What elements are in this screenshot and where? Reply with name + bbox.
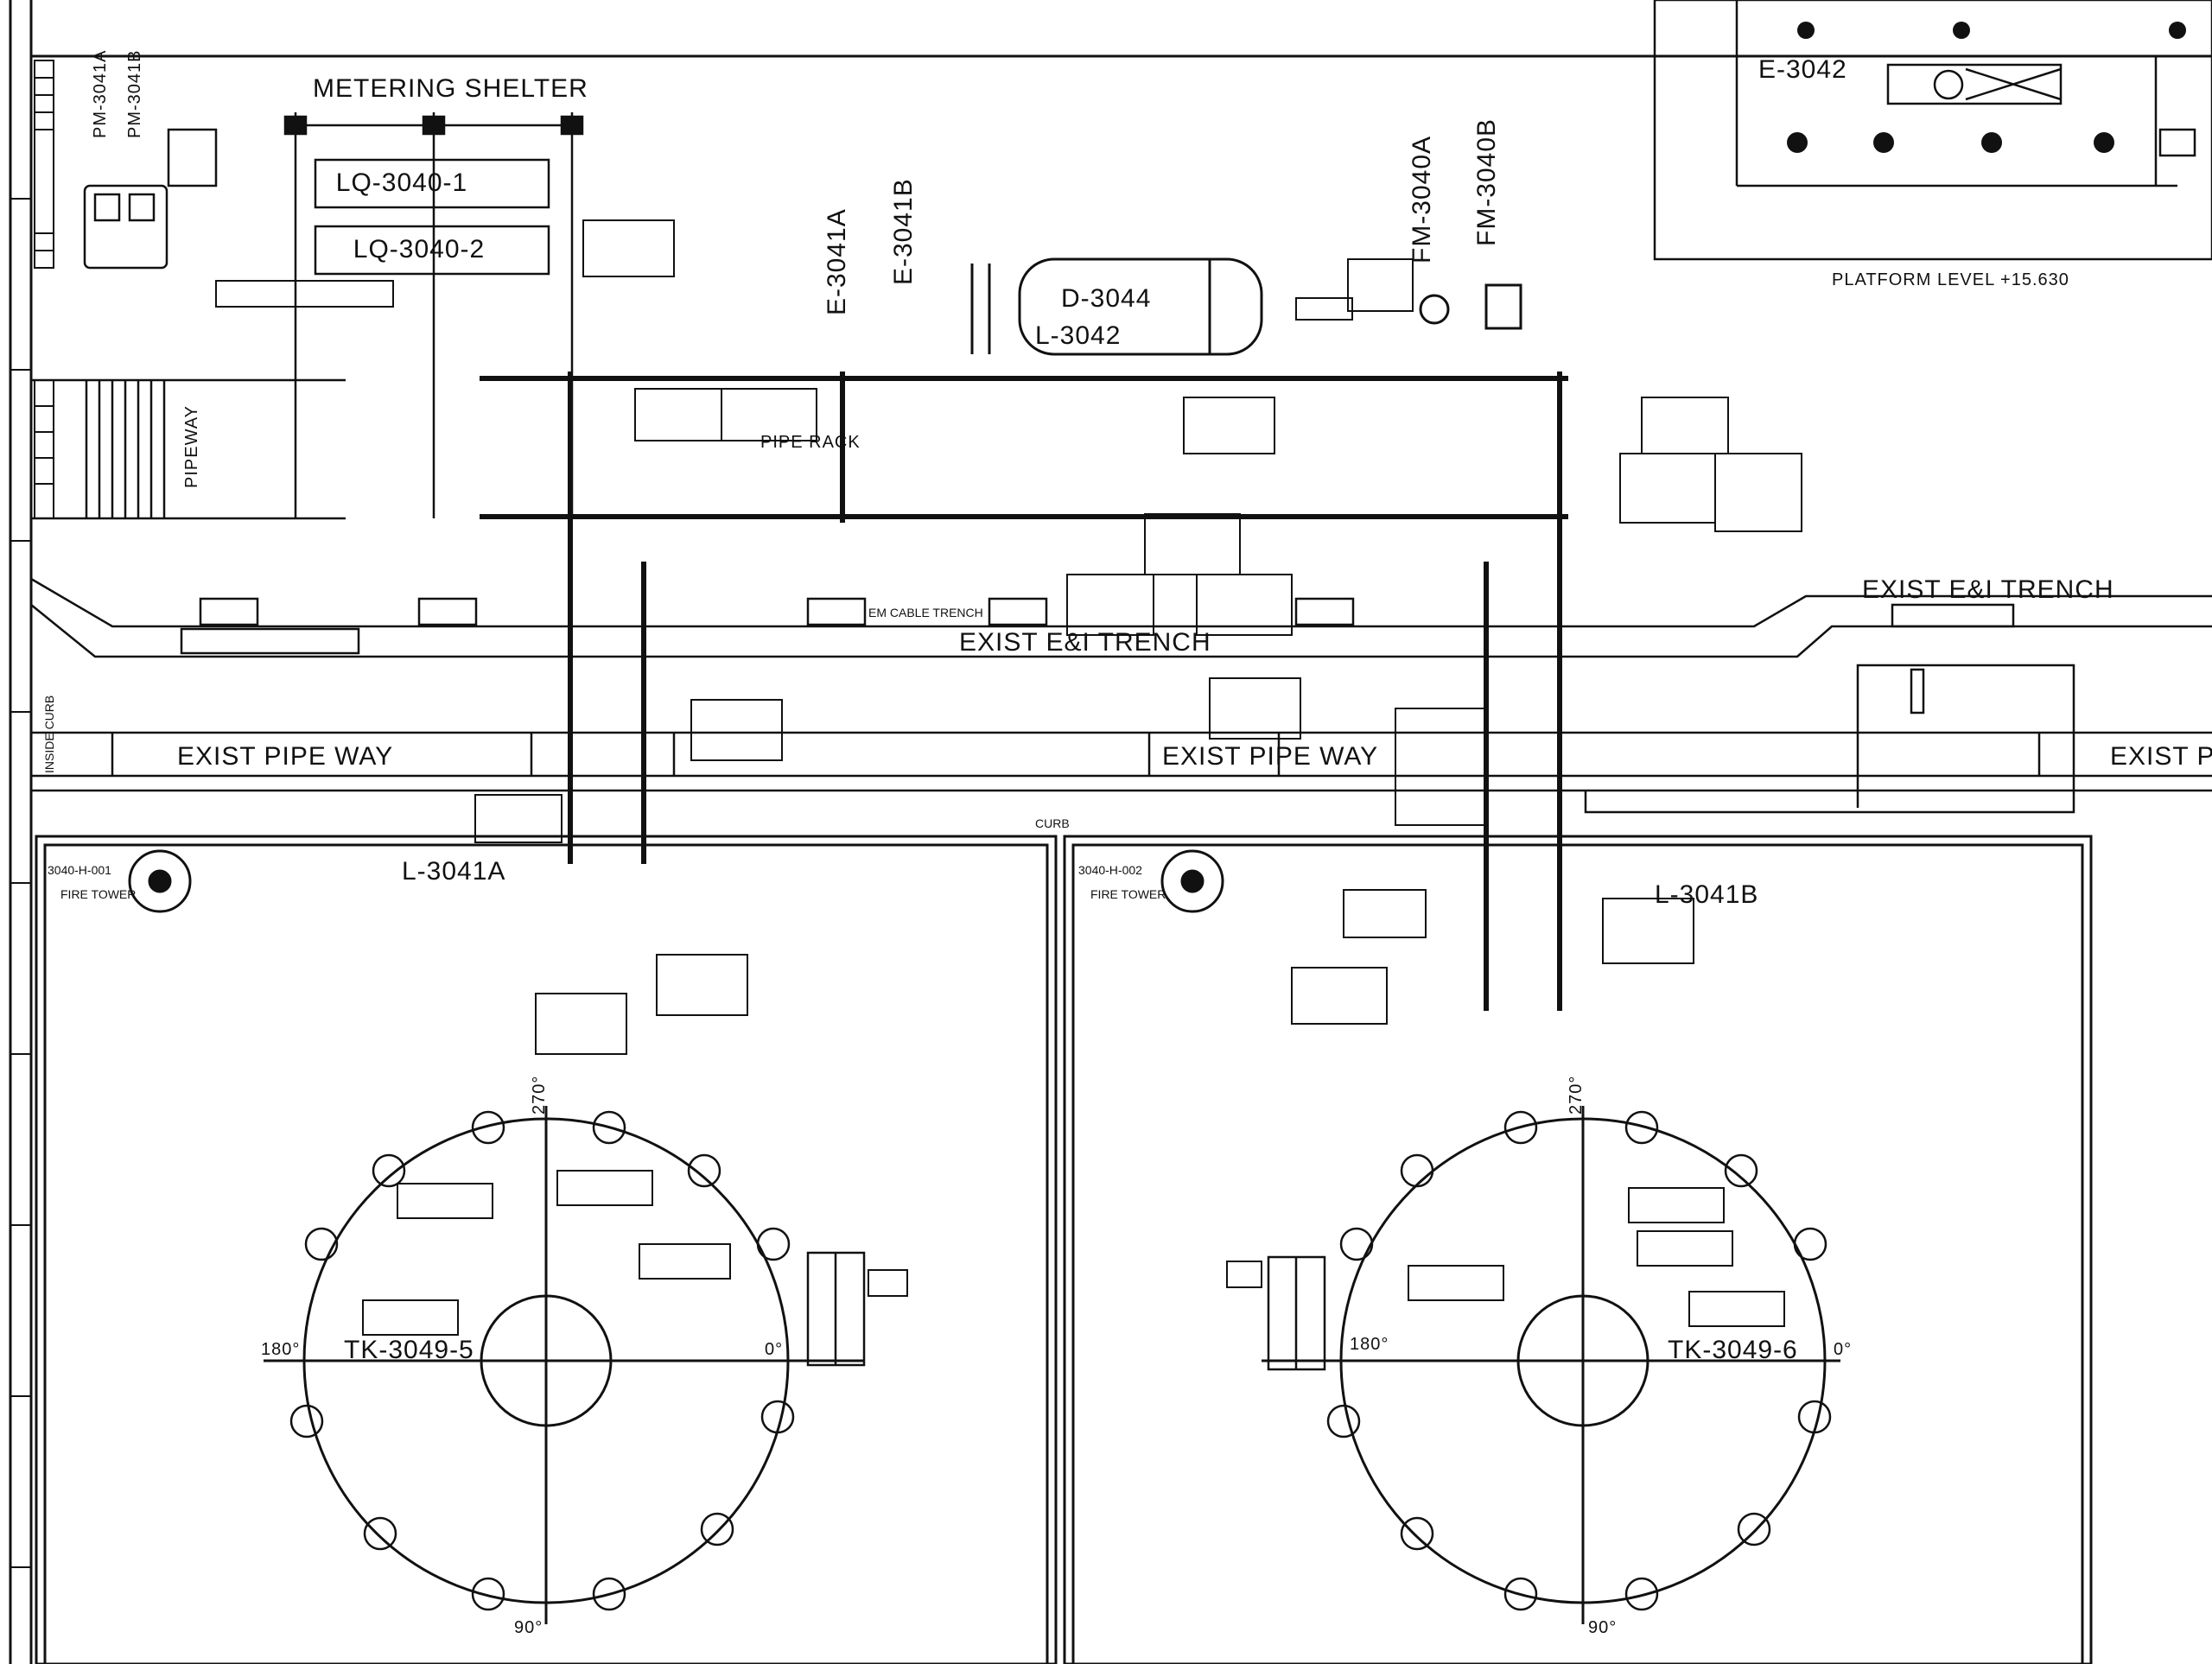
- label-pipeway: PIPEWAY: [182, 405, 201, 488]
- label-platform-level: PLATFORM LEVEL +15.630: [1832, 270, 2069, 289]
- label-tank-1-0: 0°: [765, 1340, 783, 1359]
- callout-boxes: [215, 219, 1802, 1336]
- label-e-3041b: E-3041B: [889, 178, 918, 285]
- platform-e3042: [1653, 0, 2212, 261]
- label-tank-1-90: 90°: [514, 1618, 543, 1637]
- label-l-3041a: L-3041A: [402, 857, 505, 886]
- tank-yard-right: [1063, 835, 2093, 1664]
- label-curb: CURB: [1035, 816, 1070, 830]
- label-fire-tower-1-name: FIRE TOWER: [60, 887, 136, 901]
- label-exist-pipe-way-1: EXIST PIPE WAY: [177, 742, 393, 771]
- tank-stairs: [806, 1251, 1326, 1371]
- fm-skid: [1419, 283, 1522, 330]
- label-tank-1-270: 270°: [530, 1076, 549, 1115]
- label-pm-3041b: PM-3041B: [125, 50, 144, 139]
- label-fm-3040a: FM-3040A: [1408, 136, 1436, 264]
- label-exist-pi: EXIST PI: [2110, 742, 2212, 771]
- tank-tk-3049-6: [1262, 1106, 1840, 1624]
- label-exist-pipe-way-2: EXIST PIPE WAY: [1162, 742, 1378, 771]
- tank-tk-3049-5: [264, 1106, 864, 1624]
- pipeway-left: [31, 378, 346, 520]
- exist-ei-trench: [30, 577, 2212, 658]
- exist-pipe-way: [31, 664, 2212, 814]
- label-fire-tower-2-tag: 3040-H-002: [1078, 863, 1142, 877]
- label-tank-1-180: 180°: [261, 1340, 300, 1359]
- label-inside-curb: INSIDE CURB: [42, 695, 56, 773]
- label-exist-ei-trench-1: EXIST E&I TRENCH: [959, 628, 1211, 657]
- metering-shelter: [283, 112, 584, 518]
- drawing-border: [9, 0, 2212, 1664]
- vessel-d3044: [970, 257, 1263, 356]
- label-tank-2-0: 0°: [1834, 1340, 1852, 1359]
- label-pm-3041a: PM-3041A: [91, 50, 110, 139]
- label-em-cable-trench: EM CABLE TRENCH: [868, 606, 983, 619]
- fire-tower-1: [128, 849, 192, 913]
- label-tank-1: TK-3049-5: [344, 1336, 474, 1364]
- label-metering-shelter: METERING SHELTER: [313, 74, 588, 103]
- label-fm-3040b: FM-3040B: [1472, 118, 1501, 246]
- label-lq-3040-1: LQ-3040-1: [336, 168, 467, 197]
- label-tank-2-90: 90°: [1588, 1618, 1617, 1637]
- label-lq-3040-2: LQ-3040-2: [353, 235, 485, 264]
- label-tank-2: TK-3049-6: [1668, 1336, 1798, 1364]
- label-exist-ei-trench-2: EXIST E&I TRENCH: [1862, 575, 2114, 604]
- label-l-3042: L-3042: [1035, 321, 1121, 350]
- label-tank-2-270: 270°: [1567, 1076, 1586, 1115]
- tank-yard-left: [35, 835, 1058, 1664]
- margin-grid-ticks: [10, 198, 31, 1568]
- label-l-3041b: L-3041B: [1655, 880, 1758, 909]
- fire-tower-2: [1160, 849, 1224, 913]
- label-fire-tower-1-tag: 3040-H-001: [48, 863, 111, 877]
- label-tank-2-180: 180°: [1350, 1335, 1389, 1354]
- tank-1-nozzles: [289, 1110, 795, 1611]
- label-fire-tower-2-name: FIRE TOWER: [1090, 887, 1166, 901]
- label-e-3041a: E-3041A: [823, 208, 851, 315]
- left-hatch-strip: [34, 60, 54, 519]
- label-e3042: E-3042: [1758, 55, 1847, 84]
- pm-pump-skid: [83, 128, 218, 270]
- pipe-rack: [480, 372, 1568, 1011]
- label-d-3044: D-3044: [1061, 284, 1151, 313]
- label-pipe-rack: PIPE RACK: [760, 433, 861, 452]
- tank-2-nozzles: [1326, 1110, 1832, 1611]
- platform-dark-dots: [1787, 22, 2186, 153]
